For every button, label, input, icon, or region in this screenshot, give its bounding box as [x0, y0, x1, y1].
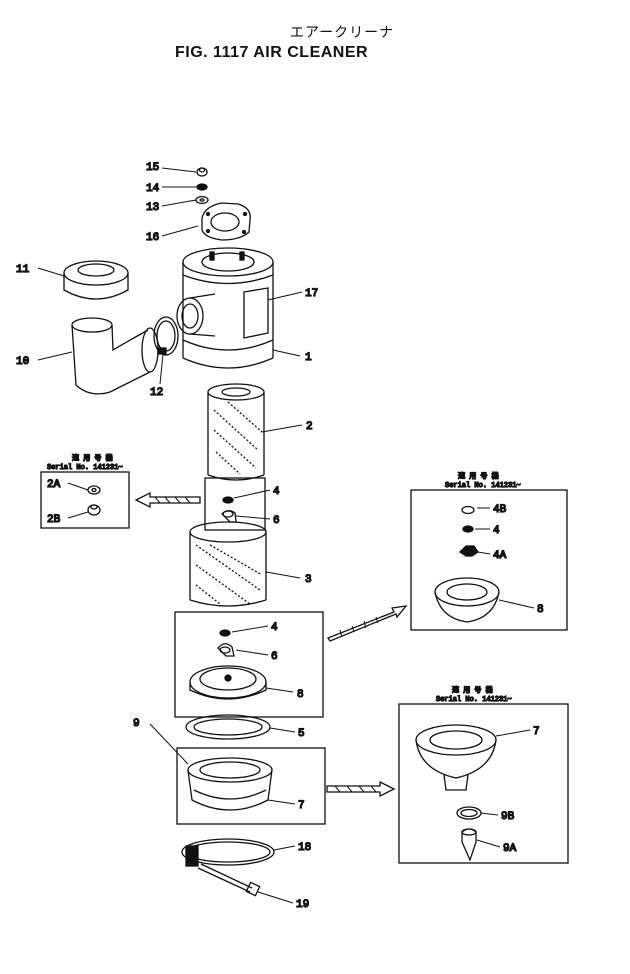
part-11-rain-cap	[63, 260, 129, 300]
callout-19: 19	[296, 899, 309, 911]
callout-9a: 9A	[503, 843, 517, 855]
part-13-gasket	[195, 195, 209, 205]
callout-15: 15	[146, 162, 159, 174]
arrow-to-right-lower-inset	[326, 780, 396, 798]
inset-box-right-upper	[410, 489, 568, 631]
callout-16: 16	[146, 232, 159, 244]
inset-right-lower-jp-caption: 適 用 号 機	[452, 685, 493, 695]
callout-8: 8	[297, 689, 304, 701]
part-2-inner-element	[207, 383, 265, 481]
dust-cup-box	[176, 747, 326, 825]
part-19-bolt	[197, 863, 261, 897]
callout-14: 14	[146, 183, 160, 195]
callout-10: 10	[16, 356, 29, 368]
callout-9: 9	[133, 718, 140, 730]
callout-1: 1	[305, 352, 312, 364]
detail-box-upper	[204, 477, 266, 531]
callout-2a: 2A	[47, 479, 61, 491]
callout-2: 2	[306, 421, 313, 433]
inset-box-left	[40, 471, 130, 529]
callout-9b: 9B	[501, 811, 515, 823]
callout-3: 3	[305, 574, 312, 586]
part-18-band-clamp	[181, 838, 275, 867]
arrow-to-left-inset	[134, 491, 201, 509]
callout-13: 13	[146, 202, 159, 214]
part-16-flange-plate	[201, 202, 251, 241]
callout-7-right: 7	[533, 726, 540, 738]
callout-8-right: 8	[537, 604, 544, 616]
inset-right-upper-jp-caption: 適 用 号 機	[458, 471, 499, 481]
part-14-washer	[196, 183, 208, 191]
callout-5: 5	[298, 728, 305, 740]
callout-17: 17	[305, 288, 318, 300]
figure-title: FIG. 1117 AIR CLEANER	[175, 44, 369, 61]
inset-right-lower-serial: Serial No. 141231~	[436, 696, 512, 704]
part-5-gasket	[185, 714, 271, 740]
arrow-to-right-upper-inset	[327, 605, 408, 642]
callout-7: 7	[298, 800, 305, 812]
callout-18: 18	[298, 842, 311, 854]
callout-4b: 4B	[493, 504, 507, 516]
callout-12: 12	[150, 387, 163, 399]
callout-4-upper: 4	[273, 486, 280, 498]
part-15-nut	[196, 167, 208, 177]
inset-left-jp-caption: 適 用 号 機	[72, 453, 113, 463]
callout-6-lower: 6	[271, 651, 278, 663]
inset-right-upper-serial: Serial No. 141231~	[445, 482, 521, 490]
part-12-clamp	[153, 316, 179, 356]
callout-6-upper: 6	[273, 515, 280, 527]
part-3-outer-element	[189, 521, 267, 607]
callout-2b: 2B	[47, 514, 61, 526]
detail-box-lower	[174, 611, 324, 718]
inset-left-serial: Serial No. 141231~	[47, 464, 123, 472]
inset-box-right-lower	[398, 703, 569, 864]
callout-4-lower: 4	[271, 622, 278, 634]
callout-4a: 4A	[493, 550, 507, 562]
callout-11: 11	[16, 264, 30, 276]
part-1-housing	[176, 247, 274, 369]
callout-4-right: 4	[493, 525, 500, 537]
leader-lines	[37, 167, 535, 904]
part-10-elbow-pipe	[71, 317, 159, 395]
japanese-title: エアークリーナ	[290, 25, 395, 41]
